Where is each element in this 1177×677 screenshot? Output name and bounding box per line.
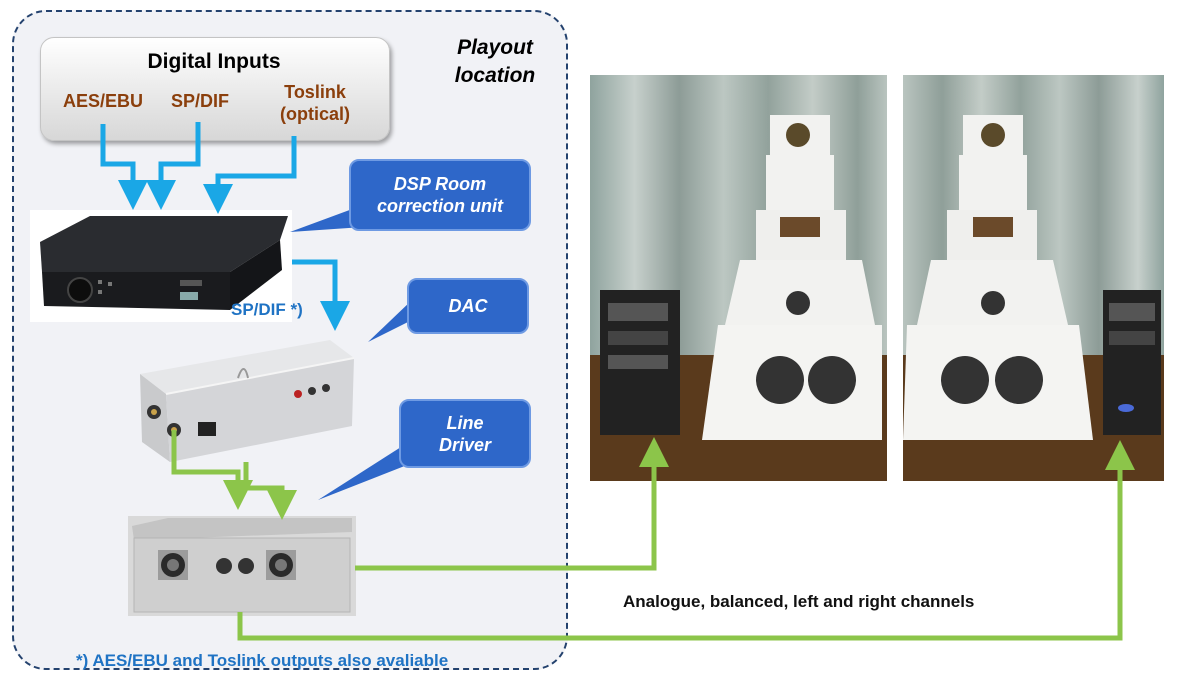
line-driver-image [128, 516, 356, 616]
spdif-in-arrow [146, 122, 201, 210]
analogue-channels-label: Analogue, balanced, left and right chann… [623, 592, 975, 611]
toslink-label: Toslink (optical) [265, 81, 365, 125]
line-driver-callout-line2: Driver [438, 434, 492, 455]
spdif-out-arrow [292, 259, 350, 331]
dac-drawing [140, 340, 355, 462]
speaker-photo-left [590, 75, 887, 481]
spdif-label: SP/DIF [170, 91, 229, 111]
left-channel-arrow [355, 437, 669, 571]
dac-callout [368, 278, 529, 342]
speaker-photo-right [903, 75, 1164, 481]
speaker-right-drawing [903, 75, 1164, 481]
line-driver-callout-text: Line Driver [400, 400, 530, 467]
dac-image [136, 334, 356, 470]
aes-ebu-label: AES/EBU [62, 91, 143, 111]
playout-title-line1: Playout [457, 36, 533, 59]
toslink-line2: (optical) [280, 104, 350, 124]
dac-to-driver-arrow-2 [243, 462, 297, 520]
dsp-callout-line1: DSP Room [393, 174, 487, 194]
dsp-callout [290, 159, 531, 232]
speaker-left-drawing [590, 75, 887, 481]
line-driver-callout [318, 399, 531, 500]
dsp-callout-text: DSP Room correction unit [350, 160, 530, 230]
line-driver-drawing [128, 516, 356, 616]
playout-title-line2: location [454, 64, 536, 87]
playout-location-title: Playout location [440, 34, 550, 90]
dac-to-driver-arrow-1 [171, 430, 253, 510]
line-driver-callout-line1: Line [446, 412, 484, 433]
aes-ebu-arrow [100, 124, 148, 210]
dac-callout-text: DAC [448, 296, 488, 316]
toslink-line1: Toslink [284, 82, 346, 102]
dsp-unit-image [30, 210, 292, 322]
toslink-arrow [203, 136, 297, 214]
right-channel-arrow [237, 440, 1135, 641]
digital-inputs-title: Digital Inputs [147, 50, 281, 73]
spdif-out-label: SP/DIF *) [231, 300, 303, 319]
dsp-callout-line2: correction unit [376, 196, 503, 216]
digital-inputs-box [40, 37, 390, 141]
footnote-label: *) AES/EBU and Toslink outputs also aval… [76, 651, 449, 670]
dsp-unit-drawing [40, 216, 288, 310]
